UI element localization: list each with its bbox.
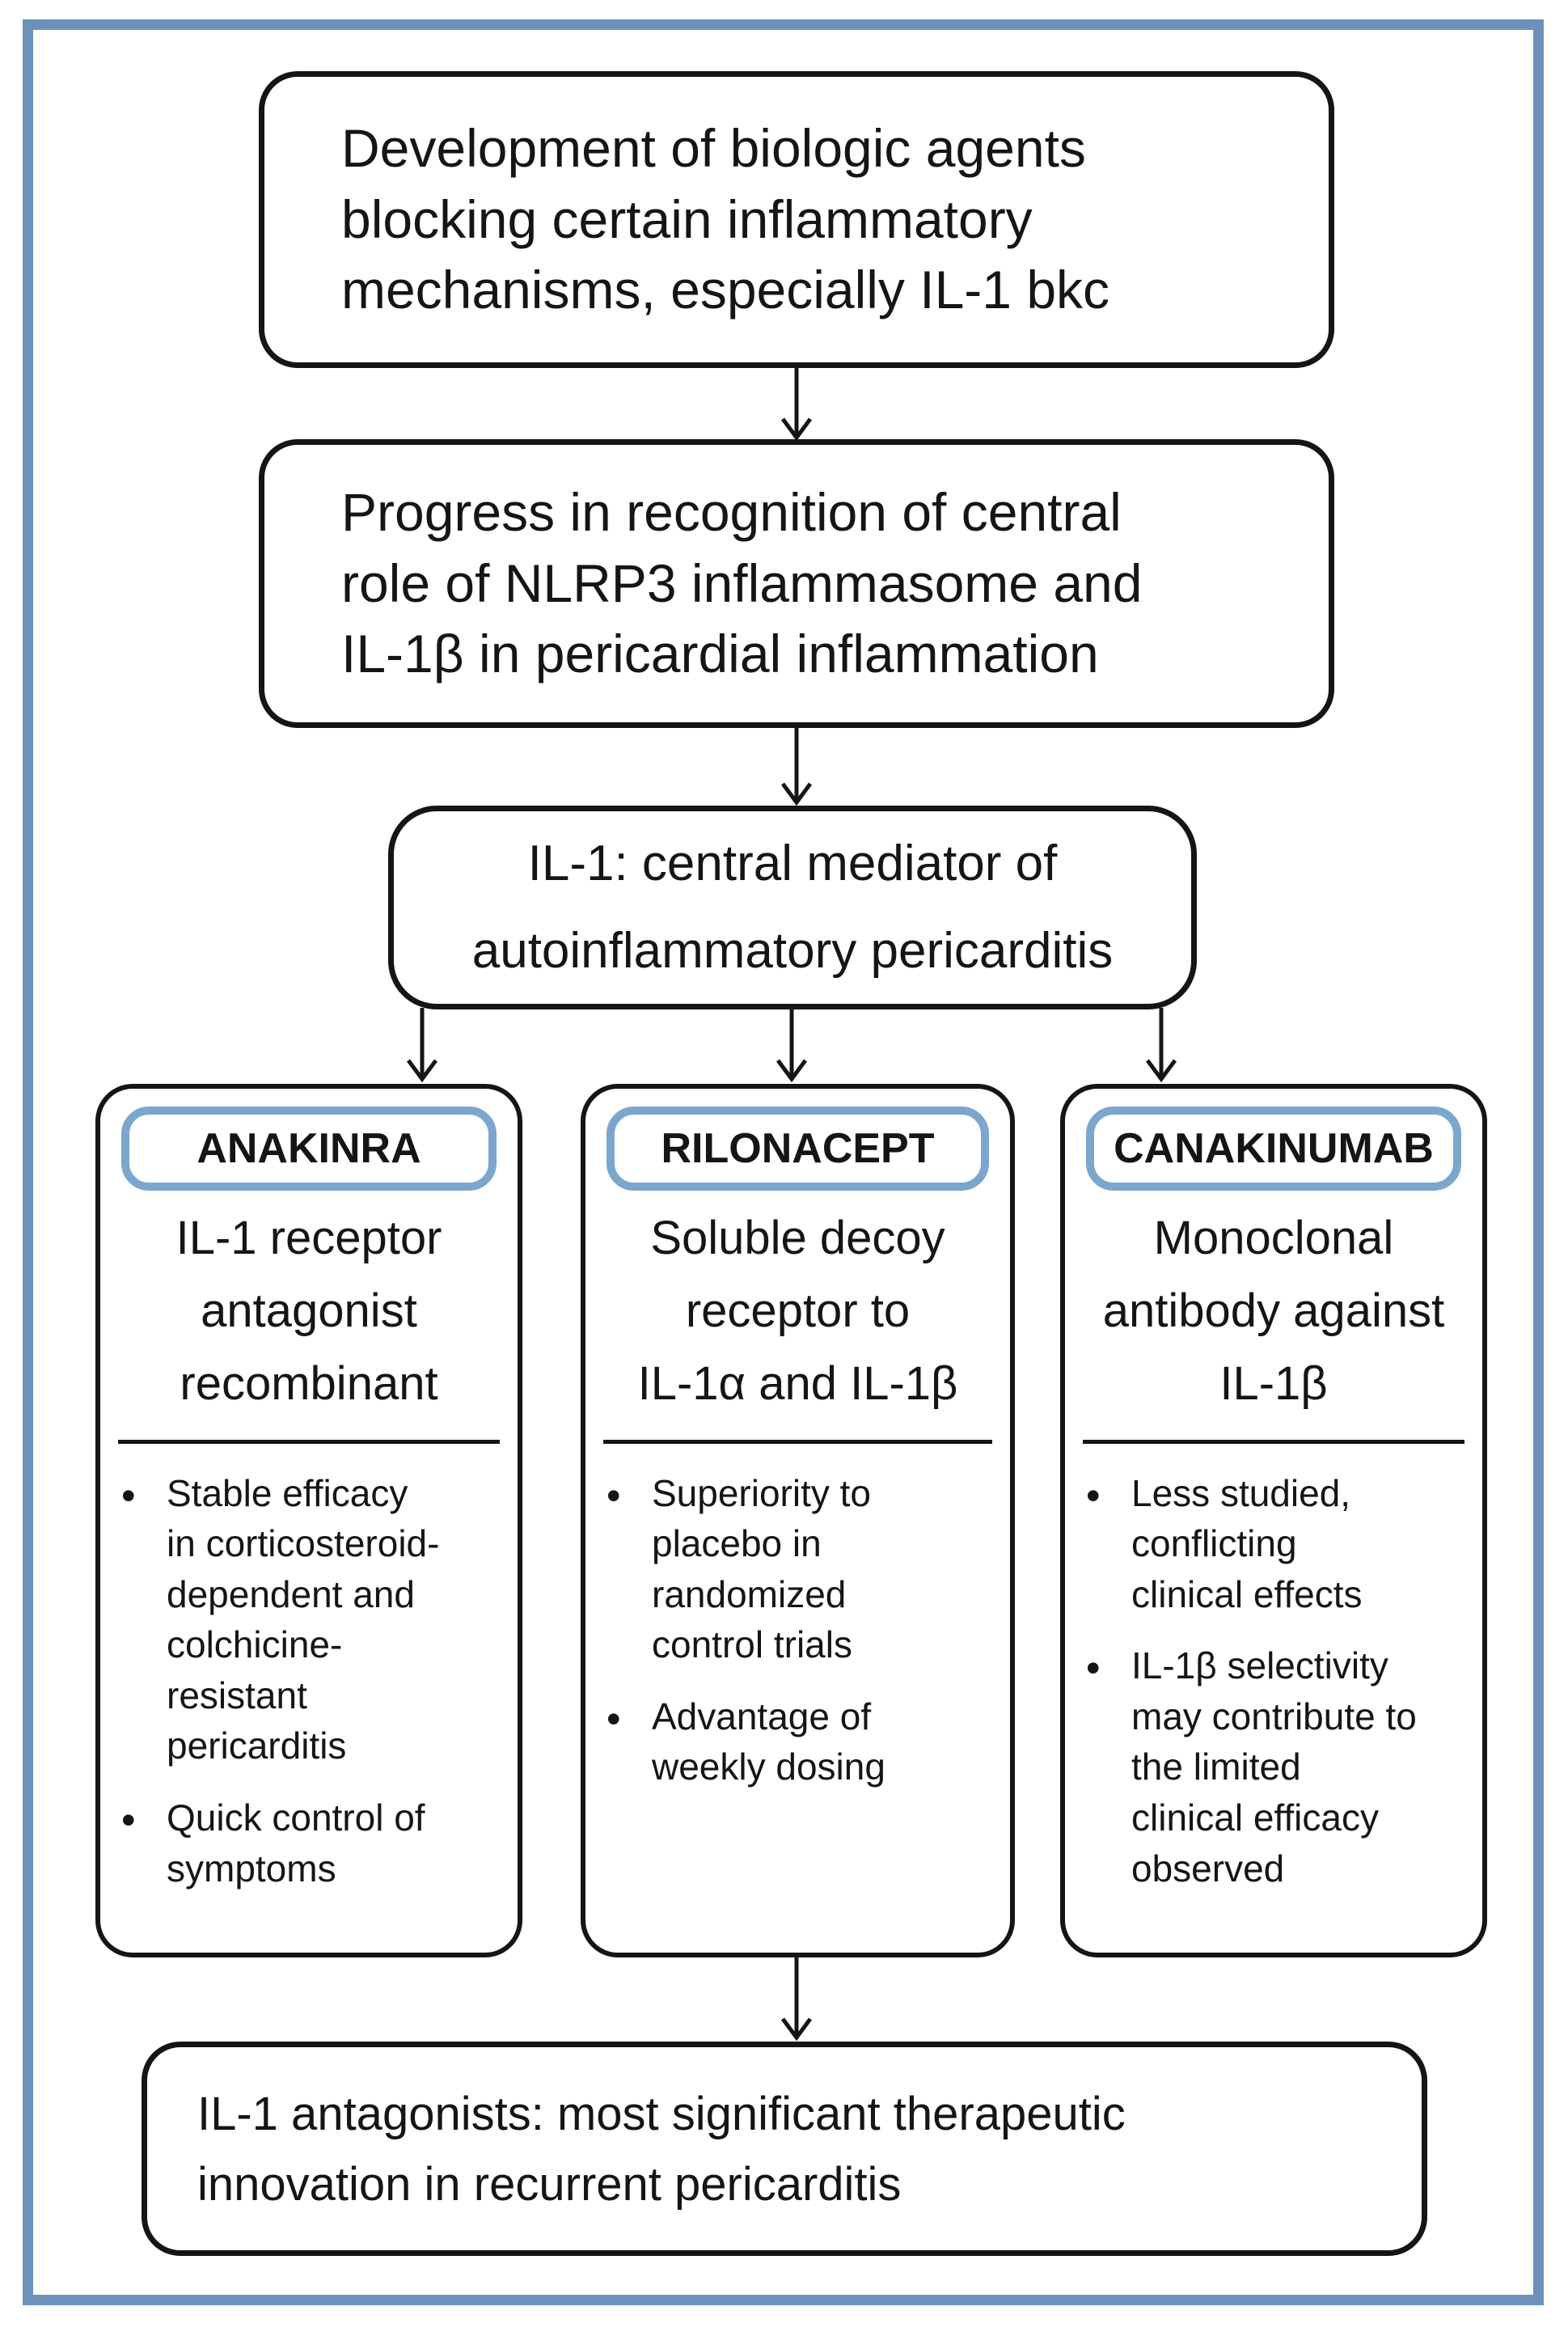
drug-card-rilonacept: RILONACEPT Soluble decoy receptor to IL-… xyxy=(581,1084,1015,1957)
drug-title-anakinra: ANAKINRA xyxy=(197,1125,421,1172)
flow-box-development-text: Development of biologic agents blocking … xyxy=(341,117,1110,320)
arrow-development-to-progress xyxy=(772,364,821,441)
bullet-dot: • xyxy=(606,1695,621,1741)
drug-card-anakinra: ANAKINRA IL-1 receptor antagonist recomb… xyxy=(95,1084,522,1957)
bullet-dot: • xyxy=(121,1796,136,1843)
drug-description-canakinumab: Monoclonal antibody against IL-1β xyxy=(1102,1212,1445,1410)
bullet-text: Stable efficacy in corticosteroid- depen… xyxy=(167,1471,440,1767)
arrow-mediator-to-canakinumab xyxy=(1137,1008,1186,1082)
divider-rule xyxy=(118,1439,500,1444)
drug-title-rilonacept: RILONACEPT xyxy=(661,1125,935,1172)
bullet-list-canakinumab: • Less studied, conflicting clinical eff… xyxy=(1065,1468,1482,1894)
bullet-item: • Superiority to placebo in randomized c… xyxy=(606,1468,1002,1670)
flow-box-progress-text: Progress in recognition of central role … xyxy=(341,481,1143,684)
diagram-frame xyxy=(23,19,1544,2305)
drug-description-anakinra: IL-1 receptor antagonist recombinant xyxy=(175,1212,442,1410)
flow-box-conclusion: IL-1 antagonists: most significant thera… xyxy=(142,2042,1427,2256)
bullet-text: Quick control of symptoms xyxy=(167,1796,425,1890)
flow-box-development: Development of biologic agents blocking … xyxy=(259,71,1334,368)
drug-title-capsule-anakinra: ANAKINRA xyxy=(121,1107,497,1191)
divider-rule xyxy=(603,1439,992,1444)
bullet-item: • Advantage of weekly dosing xyxy=(606,1691,1002,1792)
bullet-dot: • xyxy=(606,1472,621,1518)
divider-rule xyxy=(1083,1439,1464,1444)
drug-description-rilonacept: Soluble decoy receptor to IL-1α and IL-1… xyxy=(637,1212,958,1410)
flow-box-conclusion-text: IL-1 antagonists: most significant thera… xyxy=(197,2087,1126,2211)
drug-title-capsule-rilonacept: RILONACEPT xyxy=(606,1107,989,1191)
bullet-item: • Stable efficacy in corticosteroid- dep… xyxy=(121,1468,509,1771)
flow-box-mediator-text: IL-1: central mediator of autoinflammato… xyxy=(471,835,1114,980)
bullet-list-rilonacept: • Superiority to placebo in randomized c… xyxy=(585,1468,1010,1792)
bullet-dot: • xyxy=(1086,1472,1101,1518)
arrow-mediator-to-rilonacept xyxy=(767,1008,816,1082)
arrow-progress-to-mediator xyxy=(772,725,821,806)
bullet-item: • Less studied, conflicting clinical eff… xyxy=(1086,1468,1474,1620)
bullet-dot: • xyxy=(1086,1645,1101,1691)
drug-title-canakinumab: CANAKINUMAB xyxy=(1114,1125,1434,1172)
bullet-item: • IL-1β selectivity may contribute to th… xyxy=(1086,1640,1474,1894)
bullet-list-anakinra: • Stable efficacy in corticosteroid- dep… xyxy=(100,1468,518,1894)
bullet-text: IL-1β selectivity may contribute to the … xyxy=(1131,1644,1417,1890)
bullet-item: • Quick control of symptoms xyxy=(121,1792,509,1894)
flow-box-progress: Progress in recognition of central role … xyxy=(259,439,1334,728)
drug-card-canakinumab: CANAKINUMAB Monoclonal antibody against … xyxy=(1060,1084,1487,1957)
bullet-dot: • xyxy=(121,1472,136,1518)
flow-box-mediator: IL-1: central mediator of autoinflammato… xyxy=(388,806,1197,1009)
arrow-drugs-to-conclusion xyxy=(772,1957,821,2041)
arrow-mediator-to-anakinra xyxy=(398,1008,446,1082)
drug-title-capsule-canakinumab: CANAKINUMAB xyxy=(1086,1107,1461,1191)
bullet-text: Superiority to placebo in randomized con… xyxy=(652,1471,872,1666)
bullet-text: Advantage of weekly dosing xyxy=(652,1695,885,1788)
bullet-text: Less studied, conflicting clinical effec… xyxy=(1131,1471,1363,1615)
